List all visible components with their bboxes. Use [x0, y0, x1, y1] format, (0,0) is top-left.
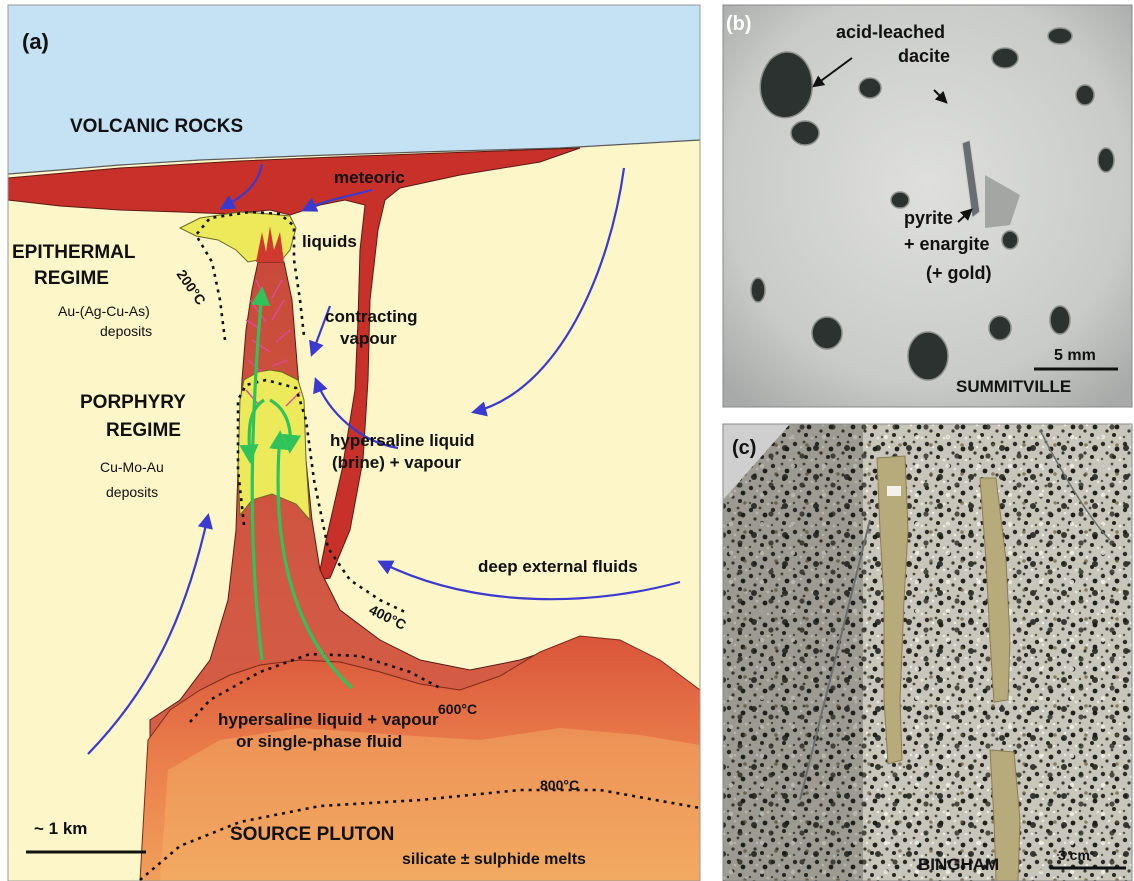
vug-11	[1050, 306, 1070, 334]
vug-14	[1002, 231, 1018, 249]
vug-2	[791, 121, 819, 145]
vug-9	[908, 332, 948, 380]
label-melts: silicate ± sulphide melts	[402, 851, 586, 868]
label-porphyry-line2: REGIME	[106, 420, 181, 441]
label-porphyry-deposits-line2: deposits	[106, 484, 158, 500]
vug-8	[812, 317, 842, 349]
label-epithermal-line1: EPITHERMAL	[12, 242, 136, 263]
label-hypersaline-line2: (brine) + vapour	[332, 453, 461, 472]
label-bingham: BINGHAM	[918, 855, 999, 874]
vug-1	[760, 52, 812, 118]
vein-bright-spot	[887, 486, 901, 496]
label-contracting-line1: contracting	[325, 307, 418, 326]
label-acid-leached-line2: dacite	[898, 46, 950, 66]
label-isotherm-600: 600°C	[438, 701, 477, 717]
label-deep-external: deep external fluids	[478, 557, 638, 576]
label-epithermal-deposits-line1: Au-(Ag-Cu-As)	[58, 303, 150, 319]
panel-label-b: (b)	[726, 13, 752, 35]
label-scale-5mm: 5 mm	[1054, 347, 1096, 364]
label-epithermal-deposits-line2: deposits	[100, 323, 152, 339]
label-porphyry-line1: PORPHYRY	[80, 392, 186, 413]
vug-10	[989, 316, 1011, 340]
label-volcanic-rocks: VOLCANIC ROCKS	[70, 116, 243, 137]
label-scale-km: ~ 1 km	[34, 819, 87, 838]
vug-13	[891, 192, 909, 208]
label-meteoric: meteoric	[334, 168, 405, 187]
label-acid-leached-line1: acid-leached	[836, 22, 945, 42]
label-pyrite-line3: (+ gold)	[926, 263, 992, 283]
label-pyrite-line1: pyrite	[904, 208, 953, 228]
vug-7	[1098, 148, 1114, 172]
vug-5	[1048, 28, 1072, 44]
label-epithermal-line2: REGIME	[34, 268, 109, 289]
label-contracting-line2: vapour	[340, 329, 397, 348]
panel-a-diagram: (a) VOLCANIC ROCKS meteoric liquids EPIT…	[8, 5, 700, 881]
panel-label-c: (c)	[732, 437, 756, 459]
photo-c-dark-tint	[723, 424, 863, 881]
panel-b-photo: (b) acid-leached dacite pyrite + enargit…	[723, 5, 1132, 407]
label-isotherm-800: 800°C	[540, 777, 579, 793]
panel-c-photo: (c) BINGHAM 3 cm	[723, 424, 1132, 881]
label-magmatic-line2: or single-phase fluid	[236, 732, 402, 751]
label-scale-3cm: 3 cm	[1058, 847, 1090, 863]
label-hypersaline-line1: hypersaline liquid	[330, 431, 475, 450]
label-pyrite-line2: + enargite	[904, 234, 990, 254]
label-liquids: liquids	[302, 232, 357, 251]
label-porphyry-deposits-line1: Cu-Mo-Au	[100, 459, 164, 475]
panel-label-a: (a)	[22, 29, 49, 54]
label-magmatic-line1: hypersaline liquid + vapour	[218, 710, 439, 729]
vug-4	[992, 48, 1018, 68]
label-source-pluton: SOURCE PLUTON	[230, 824, 394, 845]
vug-3	[859, 78, 881, 98]
label-summitville: SUMMITVILLE	[956, 377, 1071, 396]
vug-6	[1076, 85, 1094, 105]
vug-12	[751, 278, 765, 302]
